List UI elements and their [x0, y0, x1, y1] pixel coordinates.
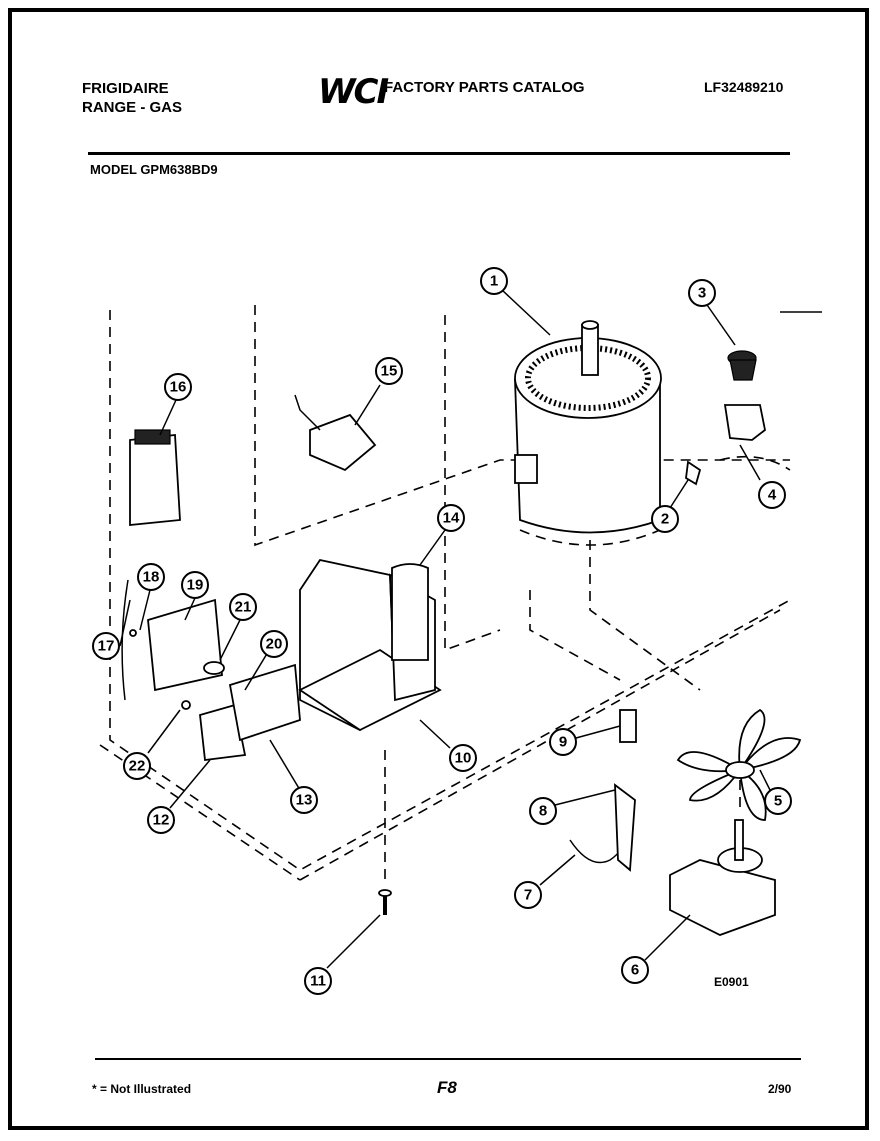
svg-text:17: 17 [98, 638, 115, 655]
screw-part [378, 889, 392, 915]
callout-15: 15 [375, 357, 403, 385]
svg-text:22: 22 [129, 758, 146, 775]
svg-text:10: 10 [455, 750, 472, 767]
page-frame [8, 8, 869, 1130]
callout-9: 9 [549, 728, 577, 756]
holder-bracket-part [129, 434, 181, 526]
screw-18-part [129, 629, 137, 637]
cover-plate-part [228, 663, 301, 742]
svg-text:18: 18 [143, 569, 160, 586]
not-illustrated-note: * = Not Illustrated [92, 1082, 192, 1096]
product-line: RANGE - GAS [82, 99, 183, 116]
wci-logo: WCI [318, 72, 389, 112]
board-part [147, 598, 223, 692]
svg-text:20: 20 [266, 636, 283, 653]
callout-22: 22 [123, 752, 151, 780]
callout-7: 7 [514, 881, 542, 909]
svg-text:16: 16 [170, 379, 187, 396]
callout-19: 19 [181, 571, 209, 599]
svg-text:9: 9 [559, 734, 567, 751]
switch-part [309, 413, 377, 472]
callout-11: 11 [304, 967, 332, 995]
callout-4: 4 [758, 481, 786, 509]
fan-motor-part [669, 819, 776, 936]
callout-14: 14 [437, 504, 465, 532]
svg-text:21: 21 [235, 599, 252, 616]
holder-part [723, 404, 766, 441]
svg-text:2: 2 [661, 511, 669, 528]
svg-text:4: 4 [768, 487, 777, 504]
svg-text:1: 1 [490, 273, 498, 290]
fan-blade-part [676, 708, 802, 821]
svg-text:15: 15 [381, 363, 398, 380]
footer-rule [95, 1058, 801, 1060]
callout-1: 1 [480, 267, 508, 295]
svg-text:8: 8 [539, 803, 547, 820]
tube-part [391, 563, 429, 661]
nut-22-part [181, 700, 191, 710]
page-number: F8 [437, 1078, 457, 1097]
callout-6: 6 [621, 956, 649, 984]
drawing-code: E0901 [714, 975, 749, 989]
callout-13: 13 [290, 786, 318, 814]
bracket-part [614, 783, 636, 872]
brand-name: FRIGIDAIRE [82, 80, 169, 97]
svg-text:13: 13 [296, 792, 313, 809]
revision-date: 2/90 [768, 1082, 792, 1096]
svg-text:12: 12 [153, 812, 170, 829]
component-part [203, 661, 225, 675]
harness-17-part [121, 579, 129, 701]
catalog-number: LF32489210 [704, 79, 784, 95]
small-bracket-part [199, 703, 247, 762]
connector-part [619, 709, 637, 743]
motor-part [514, 320, 662, 534]
svg-text:19: 19 [187, 577, 204, 594]
callout-16: 16 [164, 373, 192, 401]
leader-lines [119, 289, 771, 969]
callout-18: 18 [137, 563, 165, 591]
catalog-title: FACTORY PARTS CATALOG [384, 79, 585, 96]
svg-text:6: 6 [631, 962, 639, 979]
clip-part [685, 460, 702, 486]
callout-3: 3 [688, 279, 716, 307]
svg-text:3: 3 [698, 285, 706, 302]
callout-20: 20 [260, 630, 288, 658]
svg-text:11: 11 [310, 973, 326, 990]
svg-text:5: 5 [774, 793, 782, 810]
cap-part [727, 350, 757, 381]
callout-2: 2 [651, 505, 679, 533]
callout-21: 21 [229, 593, 257, 621]
model-label: MODEL GPM638BD9 [90, 162, 218, 177]
callout-8: 8 [529, 797, 557, 825]
header-rule [88, 152, 790, 155]
svg-text:7: 7 [524, 887, 532, 904]
callout-12: 12 [147, 806, 175, 834]
callout-10: 10 [449, 744, 477, 772]
callout-5: 5 [764, 787, 792, 815]
svg-text:14: 14 [443, 510, 460, 527]
callout-17: 17 [92, 632, 120, 660]
